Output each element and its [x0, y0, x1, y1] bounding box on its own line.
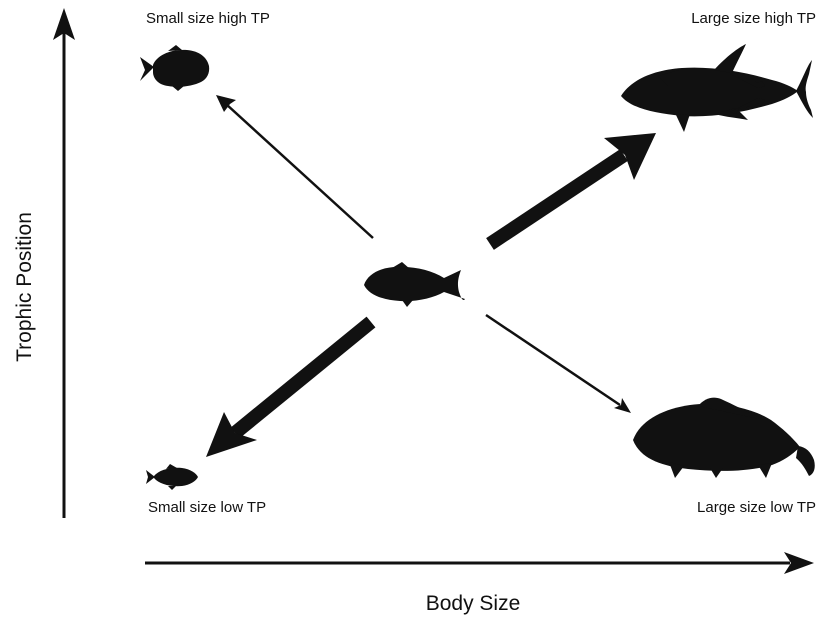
label-large-size-low-tp: Large size low TP [697, 499, 816, 516]
y-axis-label: Trophic Position [13, 212, 36, 362]
x-axis [145, 552, 814, 574]
label-large-size-high-tp: Large size high TP [691, 10, 816, 27]
arrow-to-small-low-tp [206, 322, 371, 457]
small-fish-icon [146, 464, 198, 490]
trout-icon [364, 262, 465, 307]
y-axis [53, 8, 75, 518]
arrow-to-large-low-tp [486, 315, 631, 413]
piranha-icon [140, 45, 209, 91]
x-axis-label: Body Size [426, 592, 521, 615]
label-small-size-high-tp: Small size high TP [146, 10, 270, 27]
arrow-to-small-high-tp [216, 95, 373, 238]
carp-icon [633, 398, 815, 478]
tuna-icon [621, 44, 813, 132]
arrow-to-large-high-tp [490, 133, 656, 244]
label-small-size-low-tp: Small size low TP [148, 499, 266, 516]
